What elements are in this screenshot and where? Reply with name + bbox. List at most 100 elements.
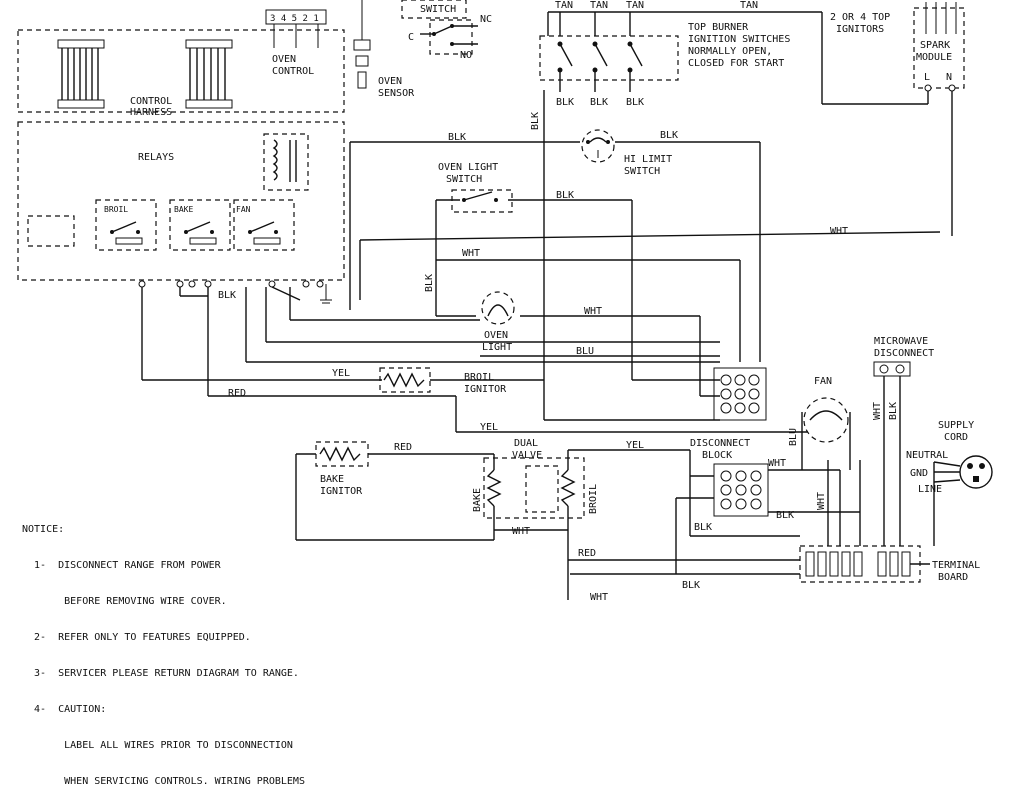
notice-line-5: 4- CAUTION: [22,704,107,715]
blk-top-right-label: BLK [660,130,678,141]
red-label-c: RED [578,548,596,559]
microwave-disconnect [873,361,911,470]
blk-relay-label: BLK [218,290,236,301]
wht-valve-label: WHT [512,526,530,537]
blk-ols-label: BLK [556,190,574,201]
wht-mid-label: WHT [462,248,480,259]
oven-light-switch-label-1: OVEN LIGHT [438,162,498,173]
blk-bottom-label: BLK [682,580,700,591]
spark-l-label: L [924,72,930,83]
door-switch-box [401,0,467,19]
ignitors-label-1: 2 OR 4 TOP [830,12,890,23]
relays-label: RELAYS [138,152,174,163]
oven-control-label-1: OVEN [272,54,296,65]
blk-label-b: BLK [590,97,608,108]
top-burner-label-2: IGNITION SWITCHES [688,34,790,45]
oven-light-bulb [481,291,515,325]
wiring-diagram: CONTROL HARNESS 3 4 5 2 1 OVEN CONTROL O… [17,0,993,600]
supply-cord-label-2: CORD [944,432,968,443]
oven-light-label-2: LIGHT [482,342,512,353]
dual-valve-label-2: VALVE [512,450,542,461]
switch-nc-label: NC [480,14,492,25]
control-harness-label-1: CONTROL [130,96,172,107]
blu-label: BLU [576,346,594,357]
notice-line-6: LABEL ALL WIRES PRIOR TO DISCONNECTION [22,740,293,751]
hi-limit-switch [581,129,615,163]
bake-ignitor-label-2: IGNITOR [320,486,363,497]
terminal-board-label-1: TERMINAL [932,560,980,571]
blk-label-c: BLK [626,97,644,108]
blk-db1-label: BLK [694,522,712,533]
oven-light-switch [451,189,513,213]
oven-sensor-symbol [353,0,371,89]
broil-ignitor-label-2: IGNITOR [464,384,507,395]
microwave-label-1: MICROWAVE [874,336,928,347]
top-burner-switches [539,11,822,92]
hi-limit-label-1: HI LIMIT [624,154,672,165]
dual-valve [483,449,691,600]
broil-relay [95,199,157,251]
gnd-label: GND [910,468,928,479]
bake-relay [169,199,231,251]
microwave-label-2: DISCONNECT [874,348,934,359]
broil-ignitor-label-1: BROIL [464,372,494,383]
notice-line-3: 2- REFER ONLY TO FEATURES EQUIPPED. [22,632,251,643]
switch-label: SWITCH [420,4,456,15]
wht-db2-label: WHT [816,492,827,510]
oven-control-label-2: CONTROL [272,66,314,77]
ignitors-label-2: IGNITORS [836,24,884,35]
yel-label-a: YEL [332,368,350,379]
oven-sensor-label-1: OVEN [378,76,402,87]
relays-box [17,121,345,281]
oven-control-connector: 3 4 5 2 1 [265,9,327,48]
notice-line-1: 1- DISCONNECT RANGE FROM POWER [22,560,221,571]
relay-terminals [138,280,332,304]
bake-ignitor [295,441,494,541]
blk-top-left-label: BLK [448,132,466,143]
line-label: LINE [918,484,942,495]
main-wiring [141,90,941,433]
switch-c-label: C [408,32,414,43]
broil-relay-label: BROIL [104,205,128,214]
switch-no-label: NO [460,50,472,61]
blk-mw-label: BLK [888,402,899,420]
fan-label: FAN [814,376,832,387]
wht-light-label: WHT [584,306,602,317]
blk-vert-label: BLK [530,112,541,130]
top-burner-label-1: TOP BURNER [688,22,749,33]
wht-bottom-label: WHT [590,592,608,600]
supply-cord-plug [933,455,993,489]
yel-label-b: YEL [480,422,498,433]
top-burner-label-4: CLOSED FOR START [688,58,784,69]
disconnect-wiring [570,460,935,575]
upper-terminal-block [713,367,767,421]
harness-connector-right [185,39,233,109]
neutral-label: NEUTRAL [906,450,948,461]
dual-valve-label-1: DUAL [514,438,538,449]
red-label-b: RED [394,442,412,453]
spark-n-label: N [946,72,952,83]
tan-label-3: TAN [626,0,644,11]
broil-valve-label: BROIL [588,484,599,514]
disconnect-block-label-2: BLOCK [702,450,732,461]
yel-label-c: YEL [626,440,644,451]
fan-relay [233,199,295,251]
relay-spare-box [27,215,75,247]
oven-light-switch-label-2: SWITCH [446,174,482,185]
notice-block: NOTICE: 1- DISCONNECT RANGE FROM POWER B… [22,500,422,800]
notice-line-7: WHEN SERVICING CONTROLS. WIRING PROBLEMS [22,776,305,787]
relay-coil-symbol [272,139,297,182]
relay-coil-box [263,133,309,191]
oven-control-pins: 3 4 5 2 1 [270,14,319,24]
tan-label-4: TAN [740,0,758,11]
spark-module [821,2,965,236]
blk-side-label: BLK [424,274,435,292]
wht-db-label: WHT [768,458,786,469]
oven-sensor-label-2: SENSOR [378,88,415,99]
wht-long-label: WHT [830,226,848,237]
oven-light-label-1: OVEN [484,330,508,341]
terminal-board [799,545,930,583]
bake-relay-label: BAKE [174,205,193,214]
wht-mw-label: WHT [872,402,883,420]
fan-relay-label: FAN [236,205,251,214]
